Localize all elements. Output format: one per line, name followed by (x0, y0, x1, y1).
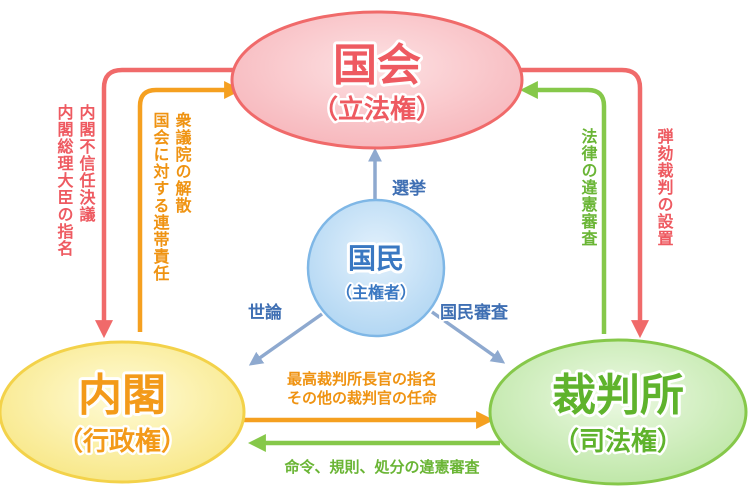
edge-kokkai-to-naikaku (95, 67, 236, 339)
naikaku-title: 内閣 (78, 370, 166, 421)
label-kokumin-shinsa: 国民審査 (440, 302, 509, 323)
label-senkyo: 選挙 (392, 178, 427, 199)
node-kokumin: 国民 （主権者） (306, 198, 446, 338)
saibansho-title: 裁判所 (552, 370, 684, 421)
label-saibansho-to-naikaku: 命令、規則、処分の違憲審査 (283, 458, 480, 476)
kokkai-title: 国会 (333, 40, 421, 91)
edge-saibansho-to-kokkai (519, 81, 607, 334)
node-kokkai: 国会 （立法権） (230, 10, 524, 150)
saibansho-sub: （司法権） (553, 426, 683, 457)
label-saibansho-to-kokkai: 法律の違憲審査 (579, 127, 599, 247)
kokumin-sub: （主権者） (336, 283, 416, 302)
label-naikaku-to-kokkai-1: 衆議院の解散 (173, 111, 192, 214)
edge-naikaku-to-kokkai (137, 81, 243, 332)
node-naikaku: 内閣 （行政権） (0, 340, 246, 484)
edge-seron (248, 312, 324, 366)
kokkai-sub: （立法権） (312, 94, 442, 125)
label-kokkai-to-naikaku-1: 内閣不信任決議 (77, 103, 97, 223)
label-naikaku-to-saibansho-2: その他の裁判官の任命 (287, 389, 438, 407)
label-naikaku-to-saibansho-1: 最高裁判所長官の指名 (287, 370, 437, 388)
label-naikaku-to-kokkai-2: 国会に対する連帯責任 (151, 112, 171, 282)
node-saibansho: 裁判所 （司法権） (488, 338, 748, 486)
edge-kokumin-shinsa (430, 310, 506, 364)
label-seron: 世論 (248, 302, 283, 323)
edge-kokkai-to-saibansho (520, 67, 649, 339)
naikaku-sub: （行政権） (57, 426, 187, 457)
label-kokkai-to-naikaku-2: 内閣総理大臣の指名 (55, 103, 74, 257)
label-kokkai-to-saibansho: 弾劾裁判の設置 (655, 127, 674, 247)
kokumin-title: 国民 (348, 242, 404, 275)
